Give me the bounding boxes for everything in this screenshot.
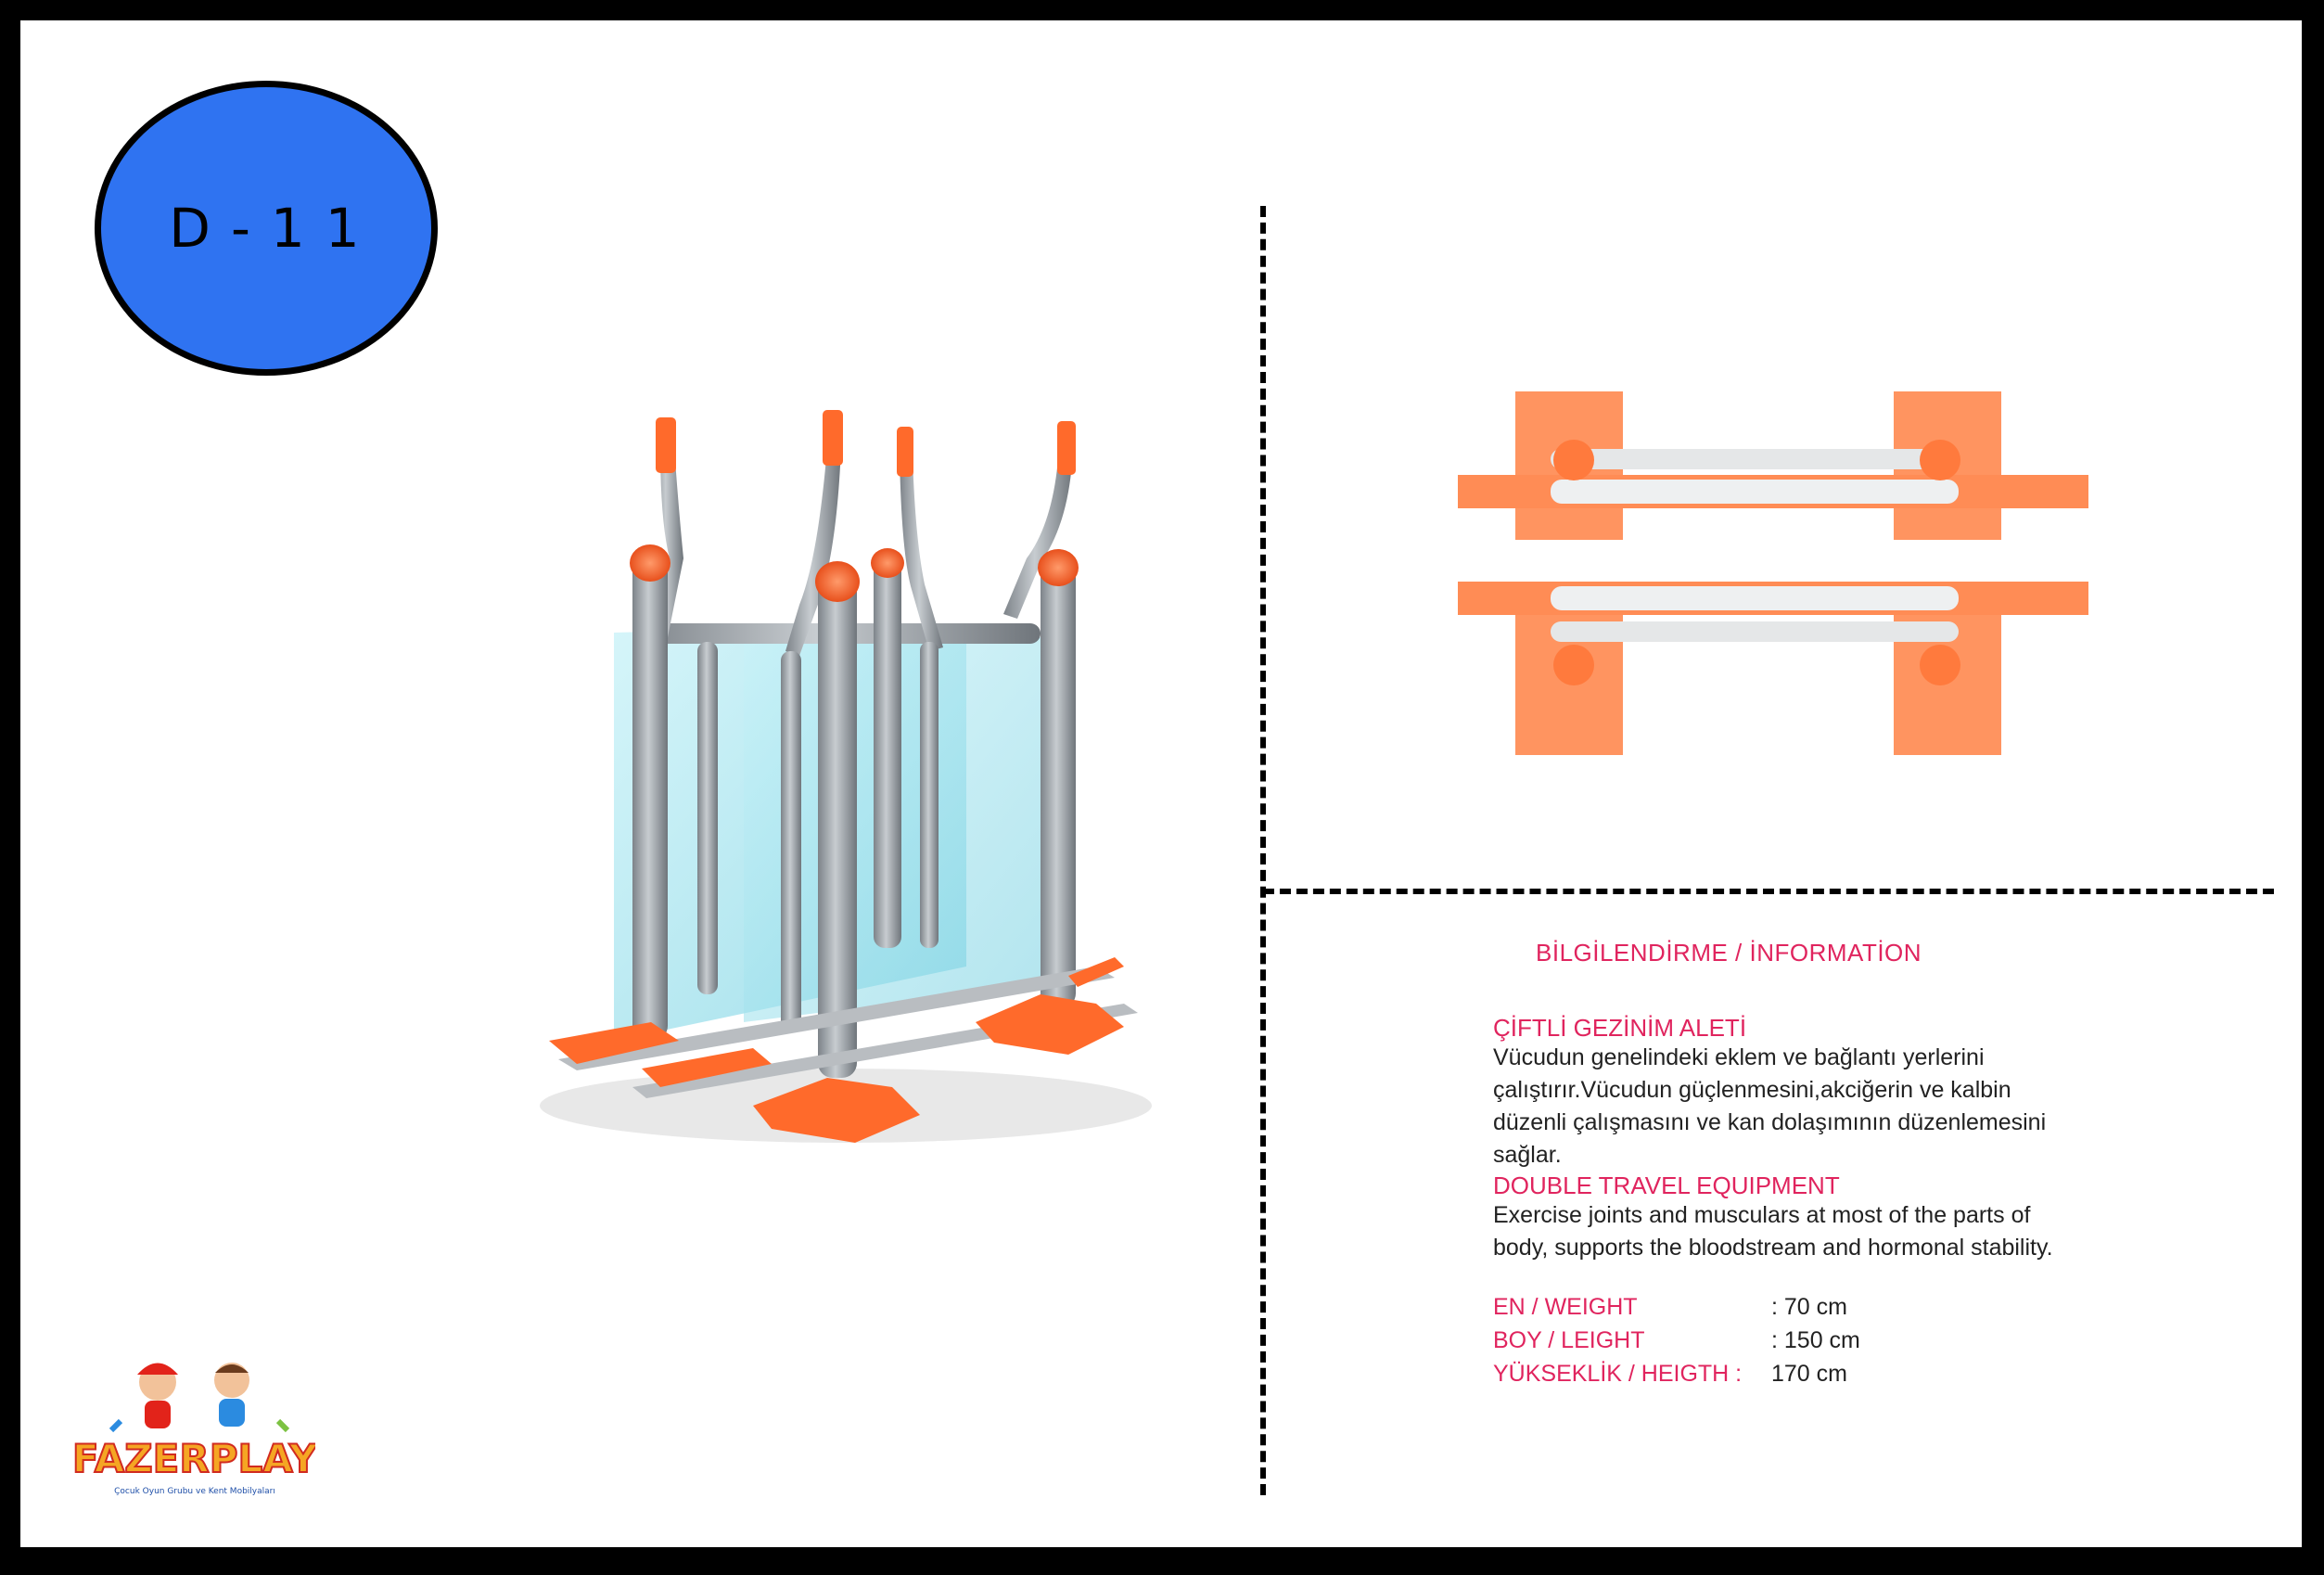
spec-row: EN / WEIGHT : 70 cm [1493, 1290, 2087, 1324]
title-tr: ÇİFTLİ GEZİNİM ALETİ [1493, 1014, 1747, 1042]
info-heading: BİLGİLENDİRME / İNFORMATİON [1536, 939, 1922, 967]
svg-text:Çocuk Oyun Grubu ve Kent Mobil: Çocuk Oyun Grubu ve Kent Mobilyaları [114, 1487, 275, 1496]
product-sheet: D-11 [20, 20, 2302, 1547]
fazerplay-logo: FAZERPLAY Çocuk Oyun Grubu ve Kent Mobil… [74, 1363, 315, 1496]
title-en: DOUBLE TRAVEL EQUIPMENT [1493, 1172, 1840, 1199]
spec-row: YÜKSEKLİK / HEIGTH : 170 cm [1493, 1357, 2087, 1390]
model-code: D-11 [169, 197, 380, 260]
info-panel: BİLGİLENDİRME / İNFORMATİON ÇİFTLİ GEZİN… [1493, 939, 2087, 1390]
spec-value: 170 cm [1771, 1361, 1847, 1387]
svg-text:FAZERPLAY: FAZERPLAY [74, 1436, 315, 1481]
spec-value: : 70 cm [1771, 1294, 1847, 1320]
vertical-divider [1260, 206, 1266, 1495]
product-illustration [540, 410, 1152, 1143]
description-tr: Vücudun genelindeki eklem ve bağlantı ye… [1493, 1044, 2047, 1168]
top-view-drawing [1458, 391, 2088, 755]
horizontal-divider [1263, 889, 2274, 894]
description-en: Exercise joints and musculars at most of… [1493, 1202, 2053, 1261]
spec-label: YÜKSEKLİK / HEIGTH : [1493, 1361, 1743, 1387]
spec-row: BOY / LEIGHT : 150 cm [1493, 1324, 2087, 1357]
spec-value: : 150 cm [1771, 1327, 1860, 1353]
spec-label: BOY / LEIGHT [1493, 1327, 1645, 1353]
model-badge: D-11 [95, 81, 438, 376]
spec-table: EN / WEIGHT : 70 cm BOY / LEIGHT : 150 c… [1493, 1290, 2087, 1390]
spec-label: EN / WEIGHT [1493, 1294, 1638, 1320]
